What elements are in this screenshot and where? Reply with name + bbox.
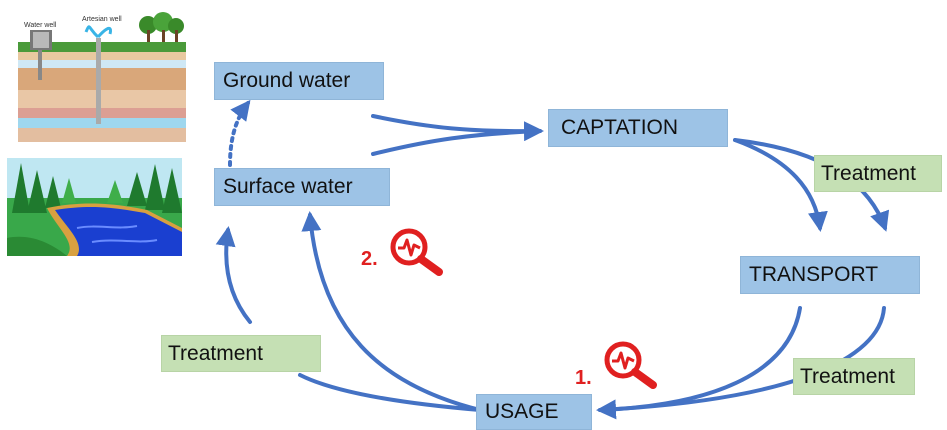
treatment-box-usage: Treatment	[161, 335, 321, 372]
treatment-label-captation: Treatment	[821, 161, 916, 185]
marker-number-1: 1.	[575, 367, 592, 389]
treatment-label-transport: Treatment	[800, 364, 895, 388]
arrow-usage-to-surfacewater	[301, 211, 482, 412]
magnifier-pulse-icon	[387, 225, 449, 277]
surface-water-box: Surface water	[214, 168, 390, 206]
ground-water-label: Ground water	[223, 69, 351, 92]
arrow-groundwater-to-captation	[371, 114, 544, 142]
arrow-surfacewater-to-captation	[371, 129, 542, 156]
arrow-usage-via-treatment	[298, 373, 482, 412]
magnifier-pulse-icon	[601, 338, 663, 390]
arrow-surfacewater-to-groundwater	[228, 99, 251, 167]
captation-box: CAPTATION	[548, 109, 728, 147]
arrow-captation-to-transport	[733, 138, 828, 232]
groundwater-wells-illustration: Water well Artesian well	[8, 0, 190, 150]
transport-box: TRANSPORT	[740, 256, 920, 294]
artesian-well-label: Artesian well	[82, 16, 122, 23]
marker-number-2: 2.	[361, 248, 378, 270]
ground-water-box: Ground water	[214, 62, 384, 100]
usage-box: USAGE	[476, 394, 592, 430]
captation-label: CAPTATION	[561, 116, 679, 139]
treatment-box-captation: Treatment	[814, 155, 942, 192]
transport-label: TRANSPORT	[749, 263, 879, 286]
arrow-treatment-to-surfacewater	[215, 226, 252, 324]
treatment-label-usage: Treatment	[168, 341, 263, 365]
treatment-box-transport: Treatment	[793, 358, 915, 395]
water-well-label: Water well	[24, 22, 57, 29]
surface-water-label: Surface water	[223, 175, 353, 198]
river-landscape-illustration	[7, 158, 182, 256]
usage-label: USAGE	[485, 400, 559, 423]
